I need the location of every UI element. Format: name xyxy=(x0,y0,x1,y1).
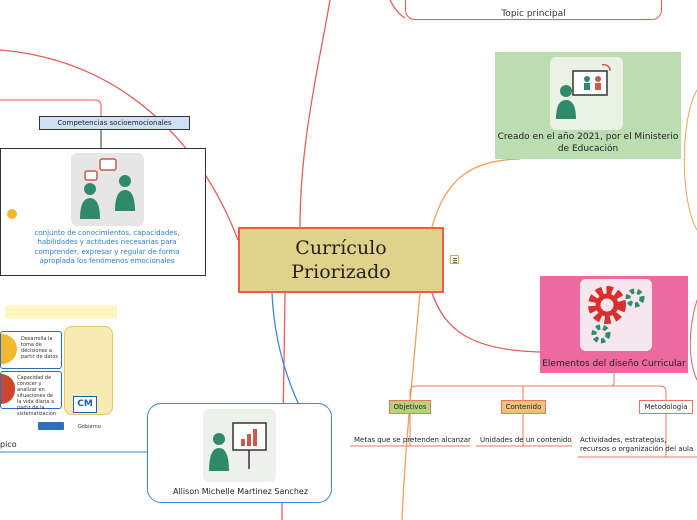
thumb-yellow-panel: CM xyxy=(64,326,113,415)
competencias-card[interactable]: conjunto de conocimientos, capacidades, … xyxy=(0,148,206,276)
presenter-chart-icon xyxy=(203,409,276,482)
thumb-note-1-text: Desarrolla la toma de decisiones a parti… xyxy=(21,336,58,360)
elementos-title: Elementos del diseño Curricular xyxy=(542,359,686,369)
objetivos-tag[interactable]: Objetivos xyxy=(389,400,431,414)
question-icon xyxy=(1,334,17,364)
conversation-icon xyxy=(71,153,144,226)
topico-label: pico xyxy=(0,440,17,449)
topic-principal-box[interactable] xyxy=(405,0,662,20)
gov-label: Gobierno xyxy=(78,424,101,430)
teacher-screen-icon xyxy=(550,57,623,130)
infographic-thumbnail: Desarrolla la toma de decisiones a parti… xyxy=(0,303,118,431)
gear-icon xyxy=(1,374,15,404)
cm-badge: CM xyxy=(73,396,97,413)
central-topic[interactable]: Currículo Priorizado xyxy=(238,227,444,293)
competencias-description: conjunto de conocimientos, capacidades, … xyxy=(34,229,180,265)
ministerio-card[interactable]: Creado en el año 2021, por el Ministerio… xyxy=(495,52,681,159)
seal-icon xyxy=(38,422,64,430)
thumb-header xyxy=(5,305,117,319)
thumb-note-1: Desarrolla la toma de decisiones a parti… xyxy=(0,331,62,369)
gears-icon xyxy=(580,279,652,351)
thumb-note-2-text: Capacidad de conocer y analizar en situa… xyxy=(17,375,56,417)
elementos-card[interactable]: Elementos del diseño Curricular xyxy=(540,276,688,373)
author-name: Allison Michelle Martinez Sanchez xyxy=(172,487,309,496)
thumb-note-2: Capacidad de conocer y analizar en situa… xyxy=(0,371,62,417)
metodologia-leaf[interactable]: Actividades, estrategias, recursos o org… xyxy=(580,436,694,453)
author-card[interactable]: Allison Michelle Martinez Sanchez xyxy=(147,403,332,503)
central-line-2: Priorizado xyxy=(291,261,391,283)
metodologia-tag[interactable]: Metodología xyxy=(639,400,693,414)
contenido-leaf[interactable]: Unidades de un contenido xyxy=(480,436,572,444)
contenido-tag[interactable]: Contenido xyxy=(501,400,546,414)
central-line-1: Currículo xyxy=(295,237,387,259)
smiley-icon xyxy=(7,209,17,219)
competencias-label[interactable]: Competencias socioemocionales xyxy=(39,116,190,130)
ministerio-text: Creado en el año 2021, por el Ministerio… xyxy=(497,132,679,154)
objetivos-leaf[interactable]: Metas que se pretenden alcanzar xyxy=(354,436,471,444)
topic-principal-label: Topic principal xyxy=(501,9,566,19)
notes-icon[interactable] xyxy=(450,255,459,264)
